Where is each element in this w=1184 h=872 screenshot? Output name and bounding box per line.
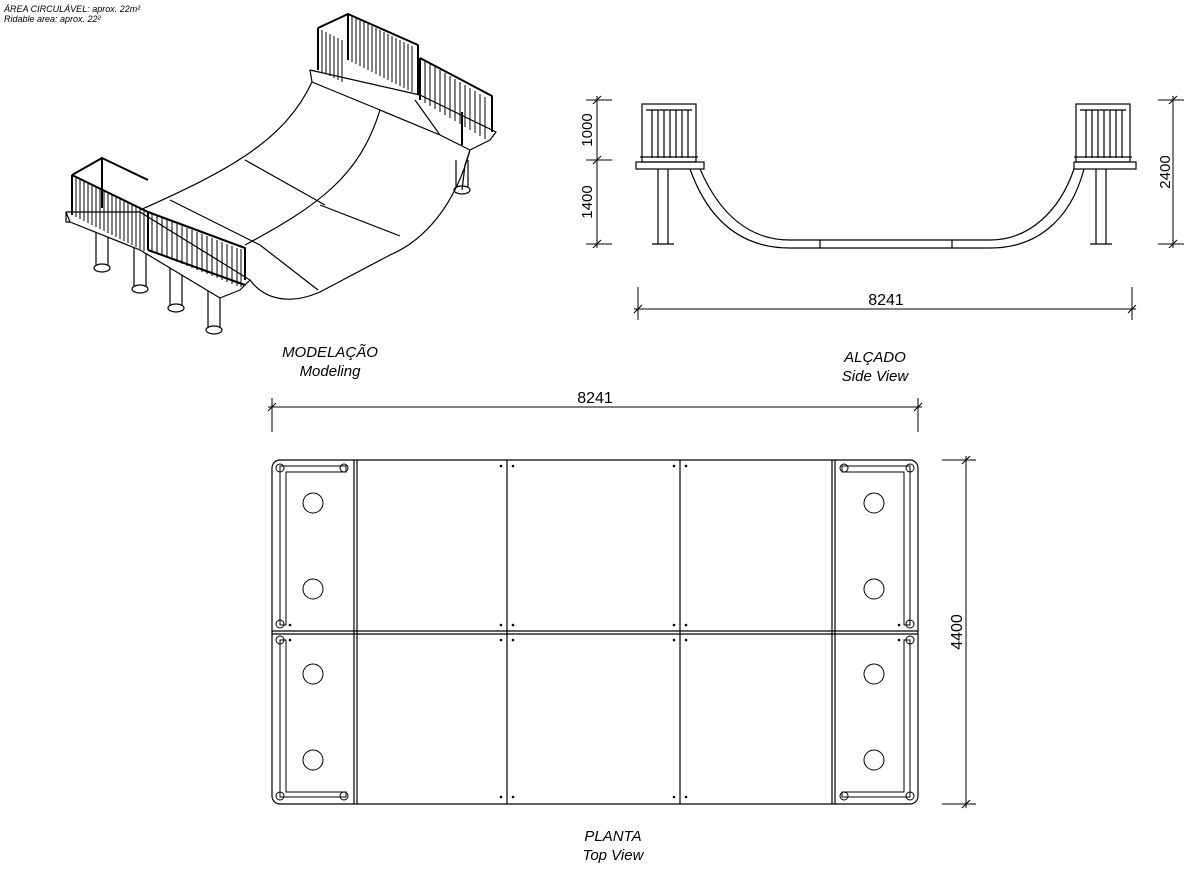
area-note-en: Ridable area: aprox. 22²	[4, 14, 101, 24]
top-view-caption: PLANTA Top View	[538, 827, 688, 865]
side-view	[586, 95, 1184, 320]
isometric-model	[65, 13, 497, 335]
area-note-pt: ÁREA CIRCULÁVEL: aprox. 22m²	[4, 4, 141, 14]
railing-far	[317, 13, 493, 145]
top-view-caption-pt: PLANTA	[584, 828, 642, 845]
top-railing-left	[275, 463, 349, 801]
top-view-caption-en: Top View	[582, 847, 644, 864]
modeling-caption-pt: MODELAÇÃO	[282, 344, 378, 361]
area-note: ÁREA CIRCULÁVEL: aprox. 22m² Ridable are…	[4, 4, 140, 24]
dimension-top-width	[942, 455, 976, 809]
side-dim-length: 8241	[868, 292, 904, 309]
side-dim-total-height: 2400	[1157, 155, 1174, 188]
dimension-side-length	[633, 287, 1137, 320]
dimension-left-vertical	[586, 95, 612, 249]
top-bolt-dots	[288, 464, 901, 799]
side-view-caption-pt: ALÇADO	[844, 349, 906, 366]
modeling-caption-en: Modeling	[299, 363, 361, 380]
dimension-right-vertical	[1158, 95, 1184, 249]
modeling-caption: MODELAÇÃO Modeling	[250, 343, 410, 381]
side-dim-lower: 1400	[579, 185, 596, 218]
side-railing-right	[1074, 103, 1132, 163]
side-view-caption-en: Side View	[841, 368, 909, 385]
top-dim-width: 4400	[949, 614, 966, 650]
railing-near	[71, 157, 246, 287]
top-post-circles	[302, 492, 885, 771]
top-railing-right	[839, 463, 915, 801]
dimension-top-length	[267, 398, 923, 432]
top-view	[267, 398, 976, 809]
side-view-caption: ALÇADO Side View	[800, 348, 950, 386]
side-dim-upper: 1000	[579, 113, 596, 146]
top-dim-length: 8241	[577, 390, 613, 407]
side-railing-left	[640, 103, 698, 163]
